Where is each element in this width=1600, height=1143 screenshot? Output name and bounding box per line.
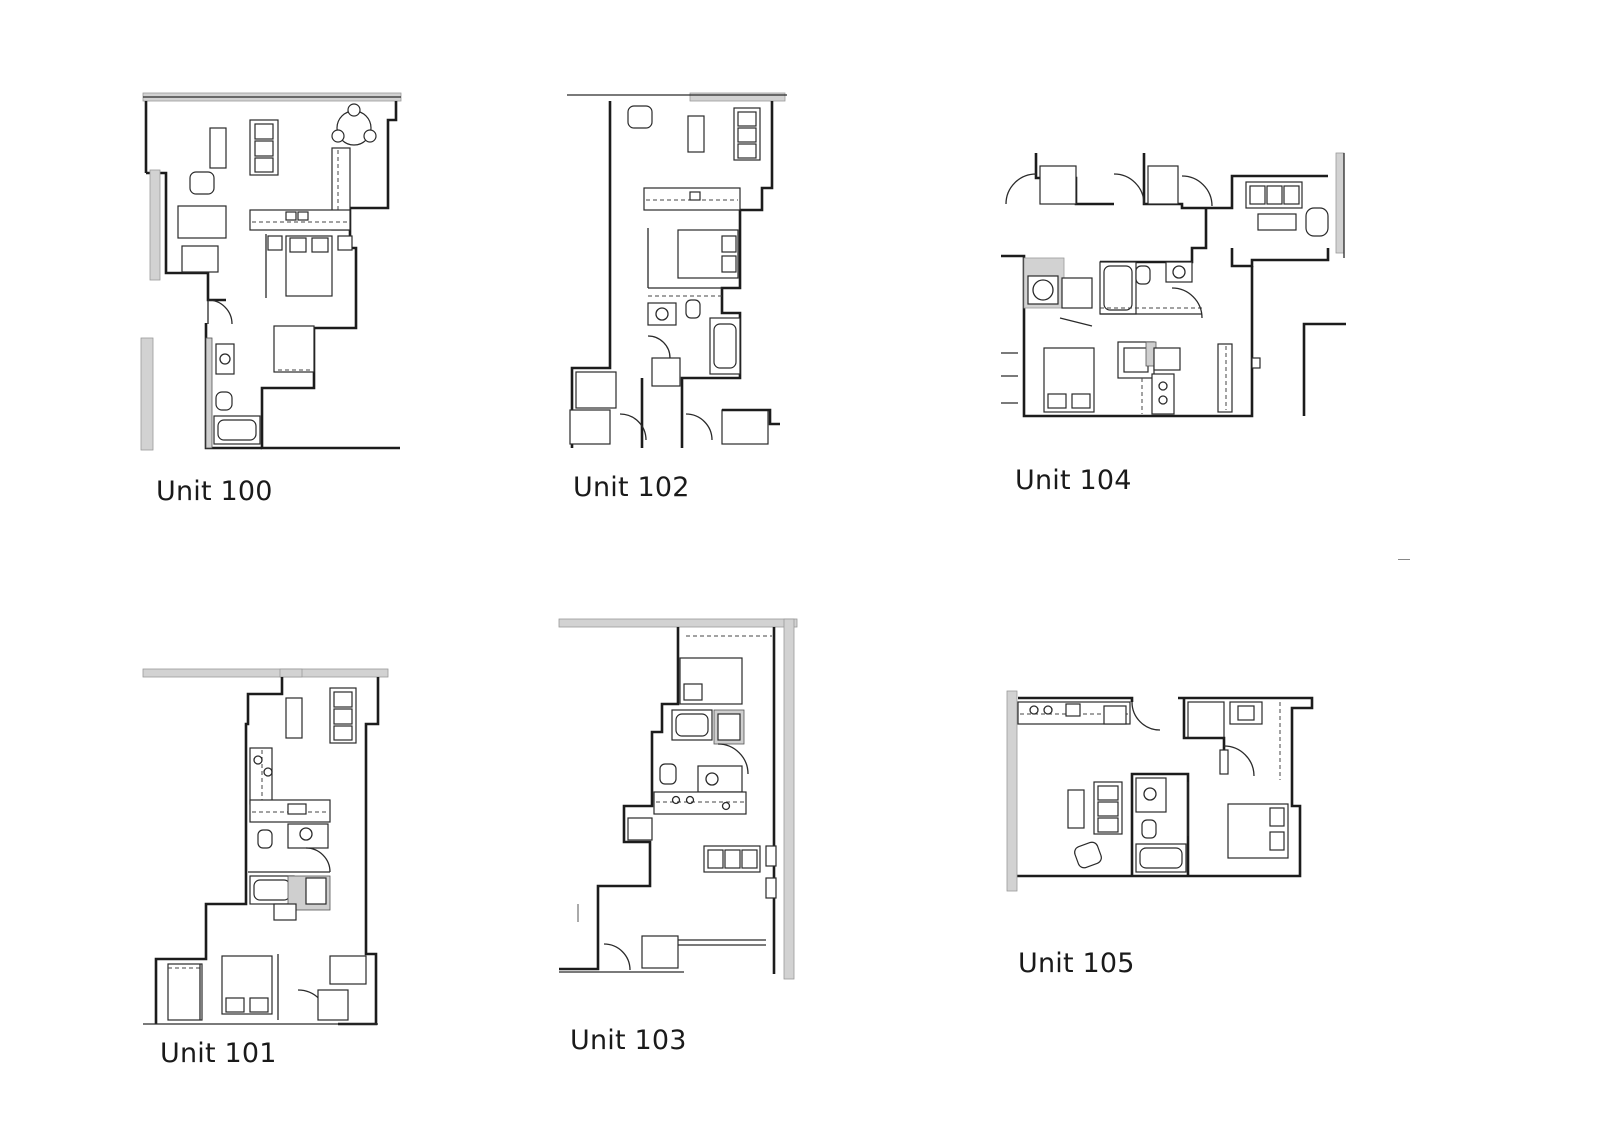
unit-label: Unit 103 bbox=[570, 1025, 687, 1056]
floorplan-unit-105 bbox=[1002, 686, 1322, 896]
floorplan-unit-104 bbox=[996, 148, 1356, 428]
unit-label: Unit 102 bbox=[573, 472, 690, 503]
floorplan-unit-100 bbox=[138, 88, 408, 458]
floorplan-unit-101 bbox=[138, 664, 398, 1034]
floorplan-unit-102 bbox=[562, 88, 792, 458]
unit-label: Unit 101 bbox=[160, 1038, 277, 1069]
stray-mark bbox=[1398, 559, 1410, 560]
unit-label: Unit 105 bbox=[1018, 948, 1135, 979]
unit-label: Unit 100 bbox=[156, 476, 273, 507]
floorplan-unit-103 bbox=[554, 614, 814, 989]
unit-label: Unit 104 bbox=[1015, 465, 1132, 496]
